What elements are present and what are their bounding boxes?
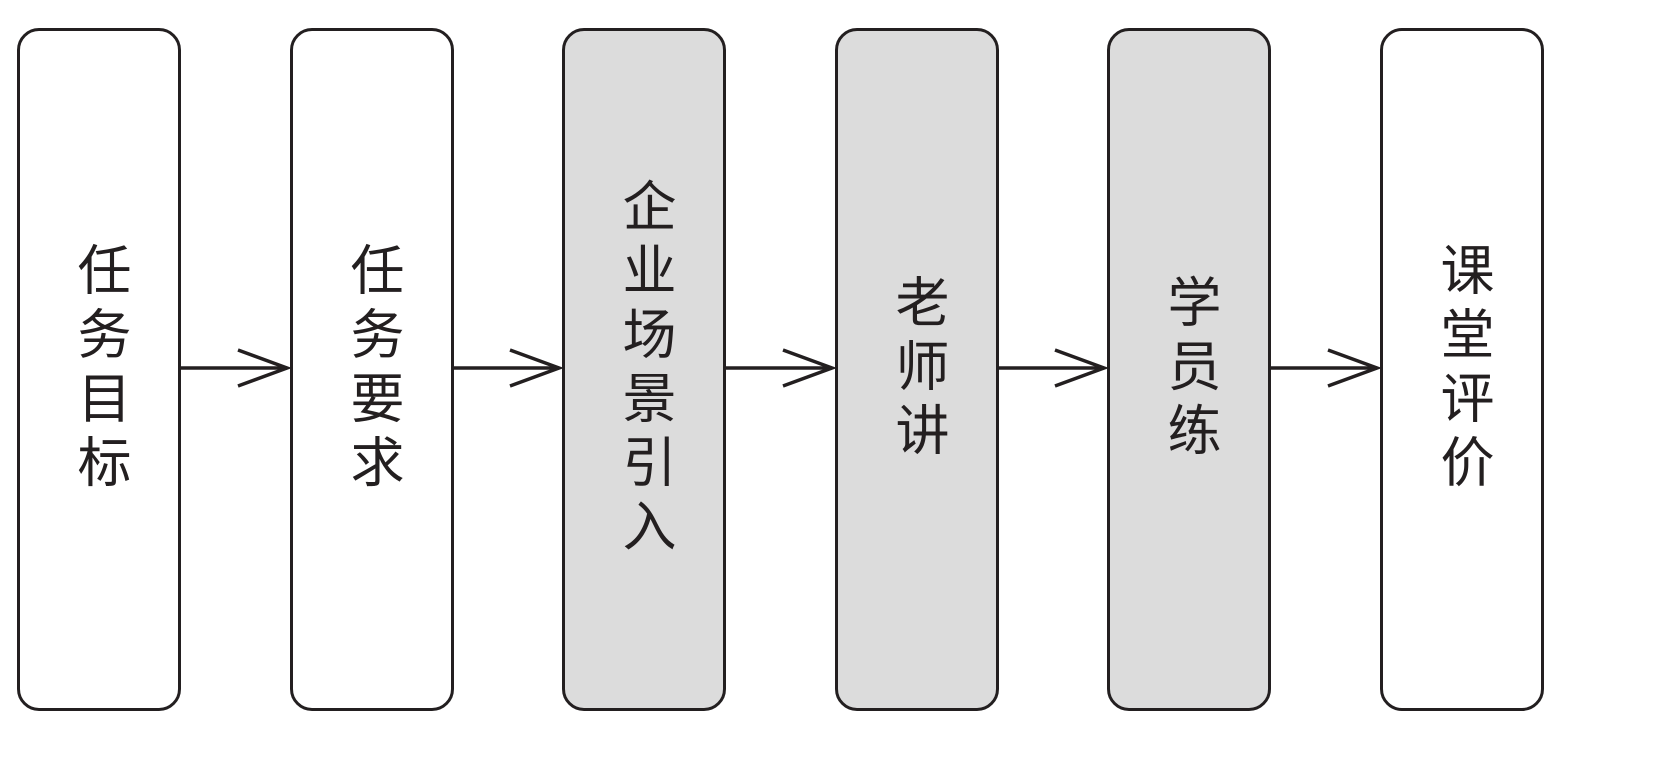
step-label: 学员练 (1158, 273, 1221, 466)
step-label: 任务目标 (68, 241, 131, 498)
arrow-5 (1271, 348, 1383, 388)
step-box-class-evaluation: 课堂评价 (1380, 28, 1544, 711)
step-box-task-requirements: 任务要求 (290, 28, 454, 711)
step-box-teacher-lecture: 老师讲 (835, 28, 999, 711)
step-label: 老师讲 (886, 273, 949, 466)
step-label: 企业场景引入 (613, 177, 676, 562)
arrow-4 (999, 348, 1110, 388)
step-label: 课堂评价 (1431, 241, 1494, 498)
arrow-2 (454, 348, 565, 388)
step-label: 任务要求 (341, 241, 404, 498)
arrow-1 (181, 348, 293, 388)
arrow-3 (726, 348, 838, 388)
step-box-student-practice: 学员练 (1107, 28, 1271, 711)
step-box-task-goal: 任务目标 (17, 28, 181, 711)
step-box-enterprise-scenario: 企业场景引入 (562, 28, 726, 711)
